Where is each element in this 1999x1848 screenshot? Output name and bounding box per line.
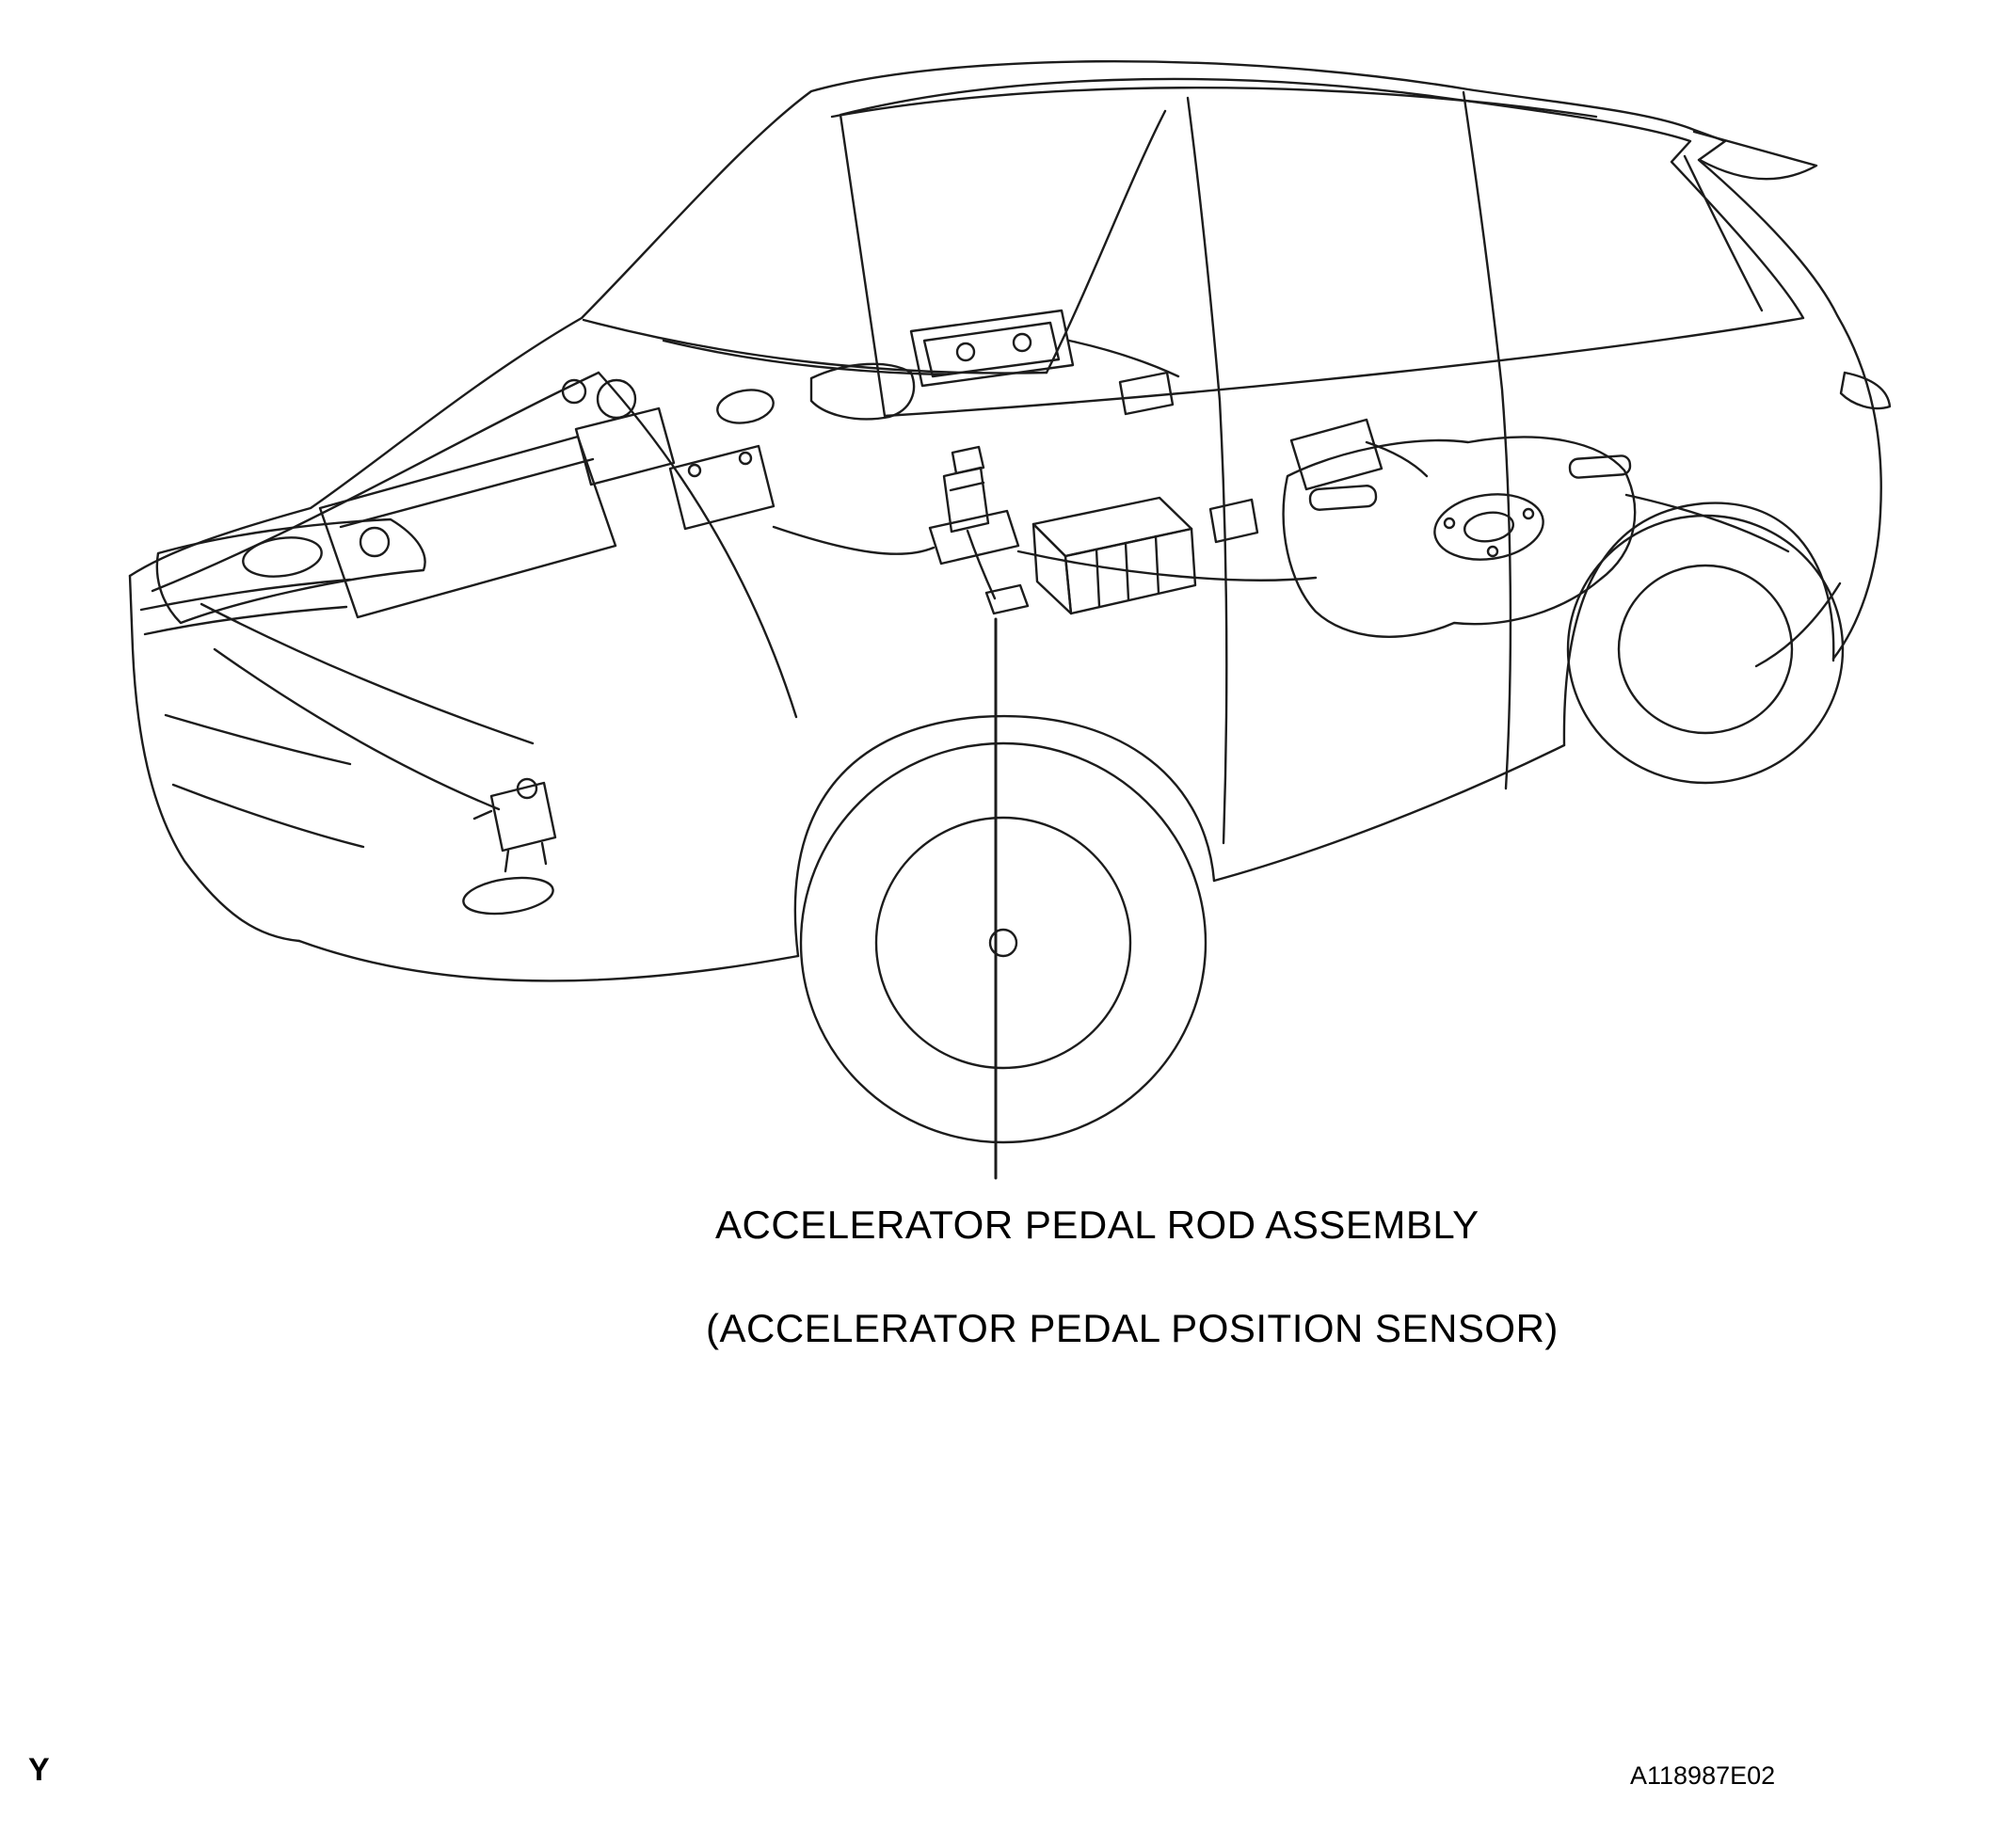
callout-label-line1: ACCELERATOR PEDAL ROD ASSEMBLY	[715, 1203, 1479, 1247]
car-body-outline	[128, 59, 1892, 982]
callout-label-line2: (ACCELERATOR PEDAL POSITION SENSOR)	[706, 1306, 1559, 1350]
figure-code: A118987E02	[1630, 1761, 1776, 1790]
overhead-console	[909, 309, 1180, 388]
rear-wheel	[1566, 514, 1845, 785]
front-relay-bracket	[472, 777, 557, 873]
front-wheel	[799, 741, 1207, 1144]
page-marker: Y	[28, 1752, 50, 1788]
floor-junction-box	[1016, 496, 1318, 615]
fuel-tank-assembly	[1282, 418, 1790, 638]
accelerator-pedal-assembly	[928, 445, 1030, 615]
engine-components	[200, 378, 936, 811]
cowl-module	[1118, 371, 1175, 416]
